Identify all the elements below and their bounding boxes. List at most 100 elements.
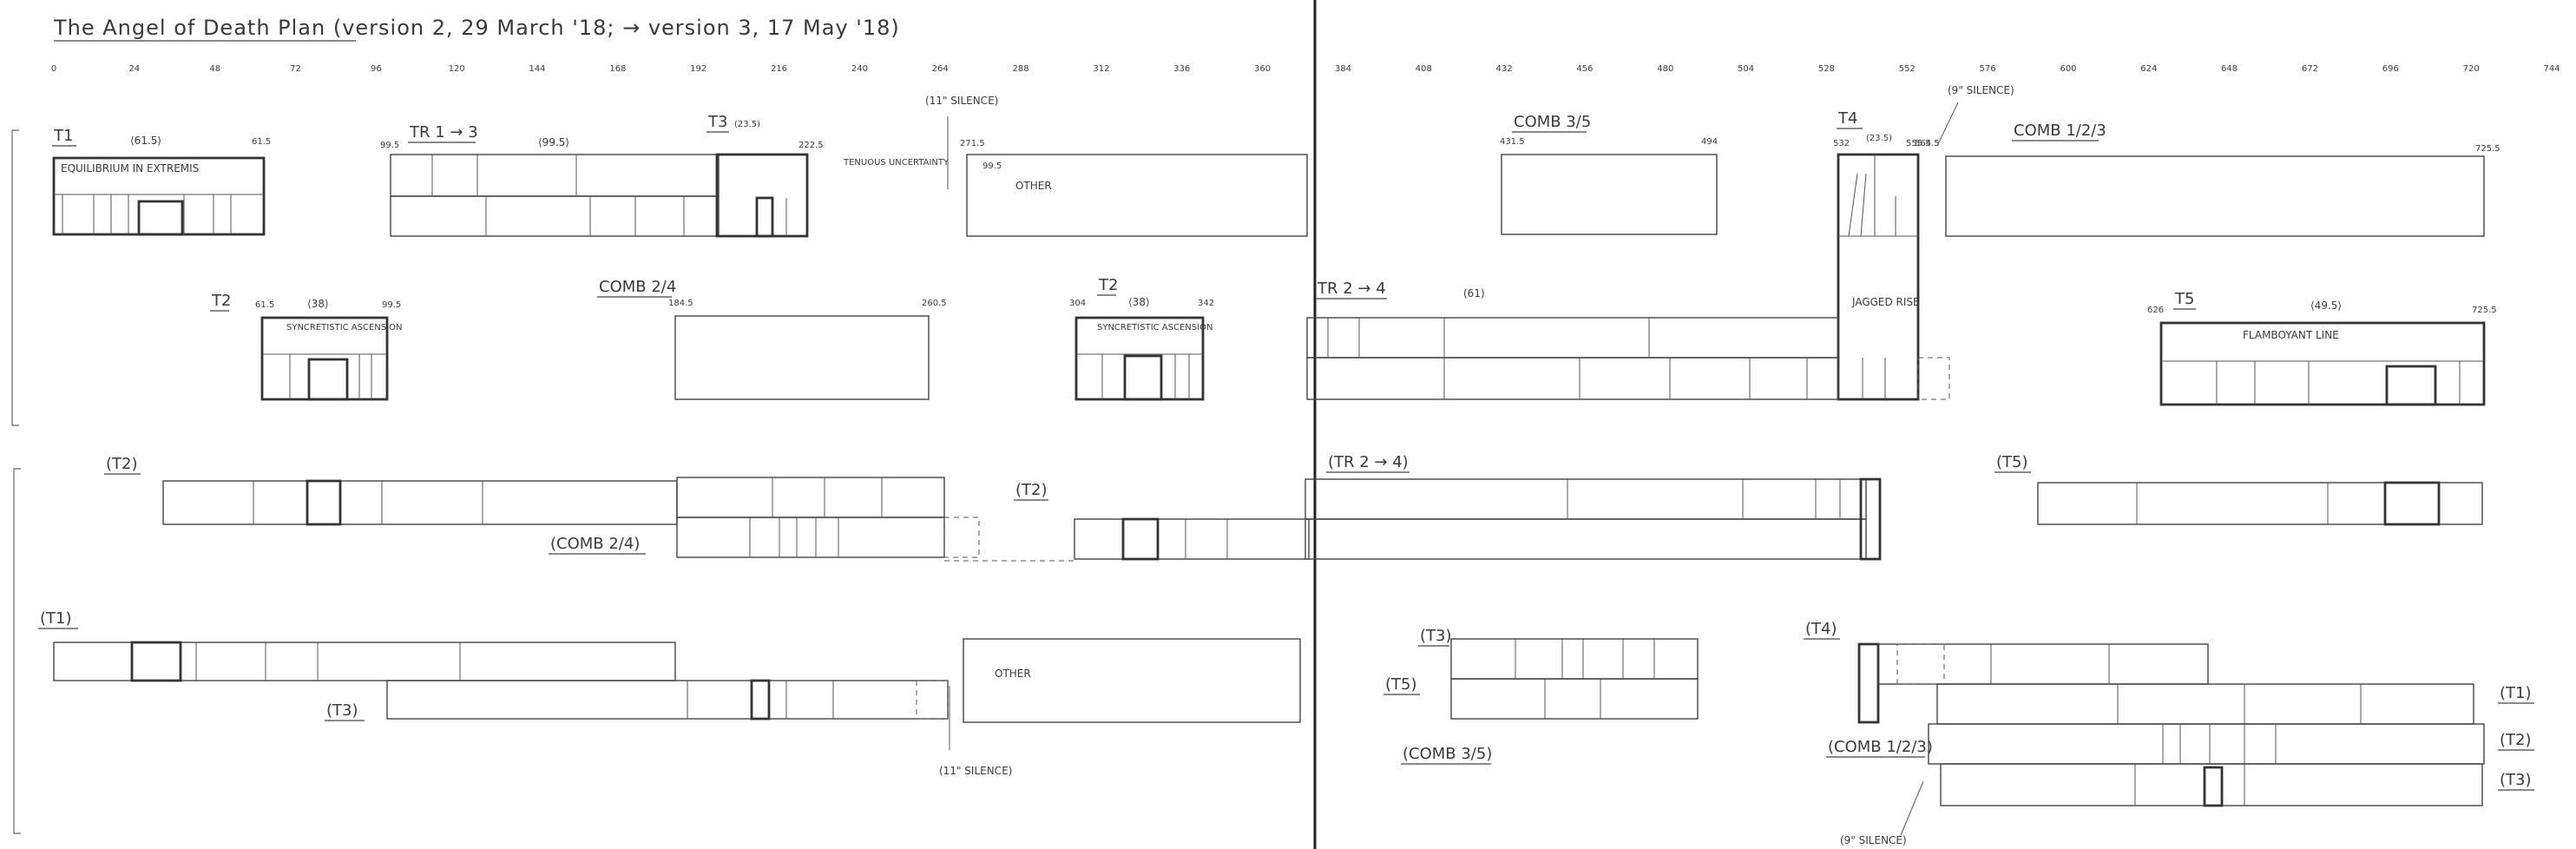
block-t2-mid: T2 304 ⟨38⟩ 342 SYNCRETISTIC ASCENSION xyxy=(1069,276,1214,401)
scale-tick: 672 xyxy=(2302,64,2318,74)
row4-lane-right: (T4) (T1) (COMB 1/2/3) (T2) (T3) (9" SIL… xyxy=(1804,620,2534,846)
plan-title: The Angel of Death Plan (version 2, 29 M… xyxy=(53,16,900,40)
block-t5-top: T5 ⟨49.5⟩ 626 725.5 FLAMBOYANT LINE xyxy=(2147,290,2497,406)
svg-text:TR 2 → 4: TR 2 → 4 xyxy=(1317,280,1386,298)
svg-text:(T3): (T3) xyxy=(1420,627,1452,645)
svg-text:OTHER: OTHER xyxy=(1015,180,1052,192)
scale-tick: 720 xyxy=(2463,64,2480,74)
svg-text:(T1): (T1) xyxy=(2500,684,2532,702)
svg-text:222.5: 222.5 xyxy=(798,141,824,150)
svg-text:(COMB 2/4): (COMB 2/4) xyxy=(550,535,640,553)
svg-text:⟨61.5⟩: ⟨61.5⟩ xyxy=(130,135,161,147)
row4-lane-left: (T1) (T3) (11" SILENCE) OTHER xyxy=(38,609,1301,777)
svg-text:(T5): (T5) xyxy=(1996,453,2028,471)
svg-text:(T4): (T4) xyxy=(1805,620,1837,638)
scale-tick: 456 xyxy=(1576,64,1593,74)
scale-tick: 624 xyxy=(2140,64,2157,74)
svg-text:COMB 1/2/3: COMB 1/2/3 xyxy=(2014,122,2106,140)
svg-text:⟨99.5⟩: ⟨99.5⟩ xyxy=(538,136,569,148)
scale-tick: 264 xyxy=(932,64,949,74)
t1-label: T1 xyxy=(53,127,73,145)
svg-text:99.5: 99.5 xyxy=(982,161,1002,171)
scale-tick: 480 xyxy=(1657,64,1673,74)
block-comb123-top: (9" SILENCE) COMB 1/2/3 564.5 725.5 xyxy=(1915,84,2500,237)
block-t4: T4 (23.5) 532 555.5 JAGGED RISE xyxy=(1833,109,1931,401)
scale-tick: 96 xyxy=(371,64,382,74)
scale-tick: 168 xyxy=(609,64,626,74)
scale-tick: 144 xyxy=(529,64,545,74)
svg-text:⟨38⟩: ⟨38⟩ xyxy=(307,298,329,310)
svg-text:FLAMBOYANT LINE: FLAMBOYANT LINE xyxy=(2243,329,2339,341)
scale-tick: 360 xyxy=(1254,64,1271,74)
svg-text:(23.5): (23.5) xyxy=(734,120,760,129)
svg-text:(T2): (T2) xyxy=(2500,731,2532,749)
scale-tick: 552 xyxy=(1899,64,1916,74)
svg-text:COMB 2/4: COMB 2/4 xyxy=(599,278,676,296)
scale-tick: 528 xyxy=(1818,64,1835,74)
svg-text:(TR 2 → 4): (TR 2 → 4) xyxy=(1328,453,1409,471)
svg-text:(9" SILENCE): (9" SILENCE) xyxy=(1840,834,1907,846)
scale-tick: 240 xyxy=(851,64,868,74)
svg-text:184.5: 184.5 xyxy=(668,299,693,308)
svg-text:(11" SILENCE): (11" SILENCE) xyxy=(939,765,1012,777)
svg-text:T3: T3 xyxy=(707,113,727,131)
svg-text:61.5: 61.5 xyxy=(252,137,271,147)
svg-text:(61): (61) xyxy=(1463,287,1485,299)
svg-text:TR 1 → 3: TR 1 → 3 xyxy=(409,123,478,142)
scale-tick: 576 xyxy=(1980,64,1996,74)
svg-text:99.5: 99.5 xyxy=(380,141,399,150)
svg-text:⟨49.5⟩: ⟨49.5⟩ xyxy=(2310,299,2342,312)
svg-text:(T1): (T1) xyxy=(40,609,72,628)
scale-tick: 384 xyxy=(1335,64,1351,74)
section-bracket-lower xyxy=(13,468,21,834)
svg-text:725.5: 725.5 xyxy=(2472,306,2497,315)
section-bracket-upper xyxy=(11,129,19,426)
block-tr13: TR 1 → 3 99.5 ⟨99.5⟩ xyxy=(380,123,720,237)
svg-text:EQUILIBRIUM IN EXTREMIS: EQUILIBRIUM IN EXTREMIS xyxy=(61,162,199,174)
scale-tick: 744 xyxy=(2543,64,2560,74)
block-t1: T1 ⟨61.5⟩ 61.5 EQUILIBRIUM IN EXTREMIS xyxy=(52,127,271,236)
svg-text:COMB 3/5: COMB 3/5 xyxy=(1514,113,1591,131)
scale-tick: 504 xyxy=(1738,64,1754,74)
svg-text:532: 532 xyxy=(1833,139,1850,148)
scale-tick: 648 xyxy=(2221,64,2238,74)
svg-text:(T2): (T2) xyxy=(106,455,138,473)
svg-text:⟨38⟩: ⟨38⟩ xyxy=(1128,296,1150,308)
scale-tick: 432 xyxy=(1496,64,1513,74)
scale-tick: 336 xyxy=(1173,64,1190,74)
svg-text:304: 304 xyxy=(1069,299,1086,308)
scale-tick: 312 xyxy=(1093,64,1109,74)
svg-text:99.5: 99.5 xyxy=(382,300,401,310)
svg-text:(T5): (T5) xyxy=(1385,675,1417,694)
row4-lane-mid: (T3) (T5) (COMB 3/5) xyxy=(1383,627,1699,765)
svg-text:342: 342 xyxy=(1198,299,1214,308)
scale-tick: 0 xyxy=(51,64,56,74)
svg-text:(COMB 1/2/3): (COMB 1/2/3) xyxy=(1828,738,1933,756)
svg-text:T2: T2 xyxy=(1098,276,1118,294)
svg-text:61.5: 61.5 xyxy=(255,300,274,310)
block-t2-left: T2 61.5 ⟨38⟩ 99.5 SYNCRETISTIC ASCENSION xyxy=(210,292,402,401)
scale-tick: 192 xyxy=(690,64,706,74)
block-other-top: (11" SILENCE) 271.5 99.5 OTHER xyxy=(925,95,1308,237)
svg-text:564.5: 564.5 xyxy=(1915,139,1940,148)
svg-text:SYNCRETISTIC ASCENSION: SYNCRETISTIC ASCENSION xyxy=(286,323,402,332)
svg-text:(9" SILENCE): (9" SILENCE) xyxy=(1948,84,2014,96)
block-tr24-top: TR 2 → 4 (61) xyxy=(1306,280,1950,400)
scale-tick: 696 xyxy=(2382,64,2399,74)
svg-text:OTHER: OTHER xyxy=(995,668,1031,680)
scale-tick: 216 xyxy=(771,64,787,74)
svg-text:260.5: 260.5 xyxy=(922,299,947,308)
svg-text:271.5: 271.5 xyxy=(960,139,985,148)
scale-tick: 72 xyxy=(290,64,301,74)
svg-text:T4: T4 xyxy=(1837,109,1857,128)
svg-text:JAGGED RISE: JAGGED RISE xyxy=(1851,296,1920,308)
svg-text:T2: T2 xyxy=(211,292,231,310)
svg-text:SYNCRETISTIC ASCENSION: SYNCRETISTIC ASCENSION xyxy=(1097,323,1212,332)
svg-text:T5: T5 xyxy=(2174,290,2194,308)
scale-tick: 408 xyxy=(1416,64,1432,74)
svg-text:725.5: 725.5 xyxy=(2475,144,2500,154)
svg-text:626: 626 xyxy=(2147,306,2164,315)
row3-lane: (T2) (COMB 2/4) (T2) (TR 2 → 4) xyxy=(104,453,2483,562)
